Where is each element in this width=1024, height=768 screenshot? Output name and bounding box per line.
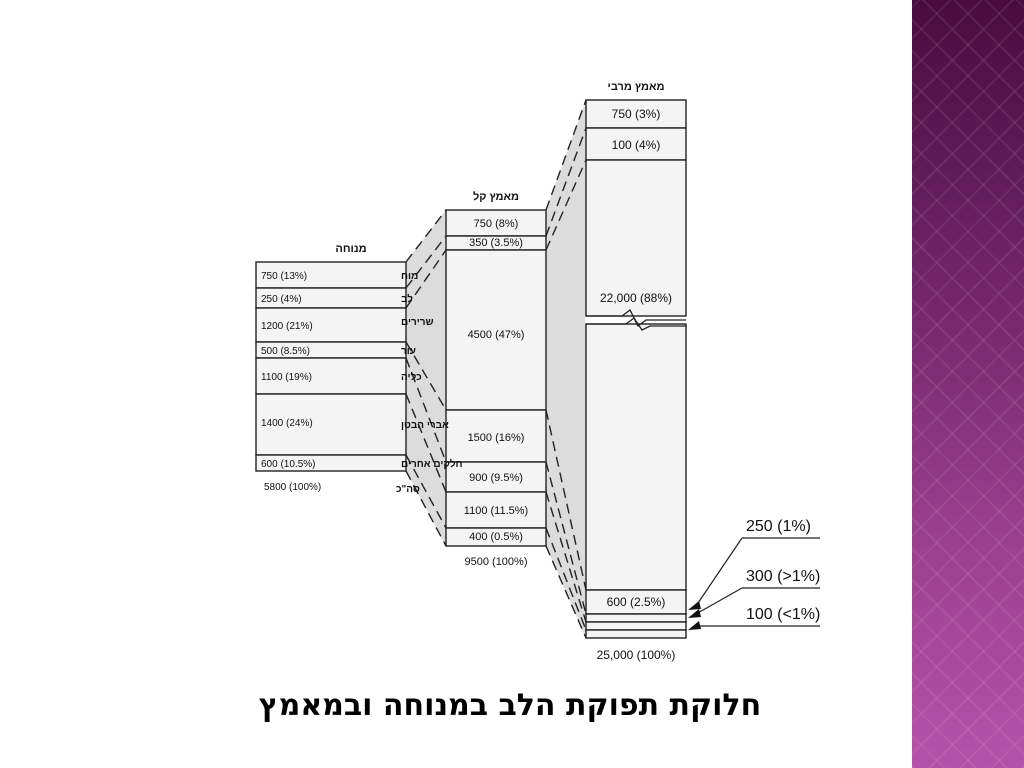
max-exercise-column-segment	[585, 613, 687, 623]
rest-segment-organ: עור	[401, 346, 416, 357]
light-exercise-segment-value: 1100 (11.5%)	[464, 505, 528, 517]
rest-segment-value: 500 (8.5%)	[261, 346, 310, 357]
rest-segment-organ: כליה	[401, 371, 422, 383]
max-exercise-column-segment	[585, 621, 687, 631]
light-exercise-column-segment	[445, 209, 547, 237]
connector-line	[405, 357, 447, 463]
connector-line	[545, 461, 587, 615]
connector-line	[405, 249, 447, 309]
max-exercise-callout-label: 250 (1%)	[746, 518, 811, 535]
callout-arrowhead	[688, 601, 701, 610]
connector-shade-2	[546, 100, 586, 638]
max-exercise-callout-label: 100 (<1%)	[746, 606, 820, 623]
rest-segment-value: 250 (4%)	[261, 294, 302, 305]
rest-segment-value: 1400 (24%)	[261, 418, 313, 429]
connector-line	[405, 235, 447, 289]
light-exercise-segment-value: 400 (0.5%)	[469, 531, 523, 543]
light-exercise-column-header: מאמץ קל	[473, 190, 519, 203]
callout-leader-line	[695, 537, 743, 607]
connector-line	[545, 99, 587, 211]
connector-line	[405, 209, 447, 263]
rest-total-value: 5800 (100%)	[264, 482, 321, 493]
rest-segment-value: 1100 (19%)	[261, 372, 312, 383]
rest-segment-organ: לב	[401, 293, 413, 305]
connector-line	[545, 545, 587, 639]
light-exercise-segment-value: 750 (8%)	[474, 218, 519, 230]
light-exercise-segment-value: 4500 (47%)	[468, 329, 525, 341]
rest-segment-organ: מוח	[401, 271, 418, 282]
rest-segment-organ: שרירים	[401, 317, 434, 328]
light-exercise-segment-value: 1500 (16%)	[468, 432, 525, 444]
connector-line	[545, 527, 587, 631]
callout-arrowhead	[688, 609, 701, 618]
light-exercise-total-value: 9500 (100%)	[465, 556, 528, 568]
rest-column-header: מנוחה	[335, 243, 366, 255]
connector-line	[405, 341, 447, 411]
rest-segment-organ: אברי הבטן	[401, 420, 449, 431]
rest-segment-value: 1200 (21%)	[261, 321, 313, 332]
max-exercise-segment-value: 600 (2.5%)	[607, 595, 666, 609]
max-exercise-column-segment	[585, 629, 687, 639]
light-exercise-segment-value: 350 (3.5%)	[469, 237, 523, 249]
decorative-side-bar	[912, 0, 1024, 768]
connector-line	[545, 491, 587, 623]
rest-segment-value: 750 (13%)	[261, 271, 307, 282]
max-exercise-total-value: 25,000 (100%)	[597, 648, 676, 662]
connector-line	[405, 393, 447, 493]
max-exercise-column-header: מאמץ מרבי	[608, 81, 665, 93]
light-exercise-column-segment	[445, 461, 547, 493]
rest-column-segment	[255, 261, 407, 289]
light-exercise-column-segment	[445, 491, 547, 529]
rest-column-segment	[255, 454, 407, 472]
rest-total-label: סה"כ	[396, 484, 420, 495]
max-exercise-segment-value: 750 (3%)	[612, 107, 661, 121]
max-exercise-callout-label: 300 (>1%)	[746, 568, 820, 585]
max-exercise-column-segment	[585, 159, 687, 317]
connector-line	[405, 454, 447, 529]
rest-column-segment	[255, 393, 407, 456]
light-exercise-segment-value: 900 (9.5%)	[469, 472, 523, 484]
connector-line	[545, 127, 587, 237]
light-exercise-column-segment	[445, 409, 547, 463]
rest-column-segment	[255, 357, 407, 395]
connector-line	[405, 470, 447, 547]
light-exercise-column-segment	[445, 249, 547, 411]
max-exercise-segment-value: 22,000 (88%)	[600, 291, 672, 305]
callout-leader-line	[695, 587, 743, 615]
rest-segment-organ: חלקים אחרים	[401, 458, 463, 470]
rest-segment-value: 600 (10.5%)	[261, 459, 315, 470]
connector-line	[545, 409, 587, 591]
axis-break-mark	[586, 317, 686, 331]
light-exercise-column-segment	[445, 527, 547, 547]
max-exercise-segment-value: 100 (4%)	[612, 138, 661, 152]
callout-arrowhead	[688, 621, 701, 630]
slide-title: חלוקת תפוקת הלב במנוחה ובמאמץ	[258, 688, 762, 723]
connector-line	[545, 159, 587, 251]
rest-column-segment	[255, 307, 407, 343]
max-exercise-column-segment	[585, 323, 687, 591]
